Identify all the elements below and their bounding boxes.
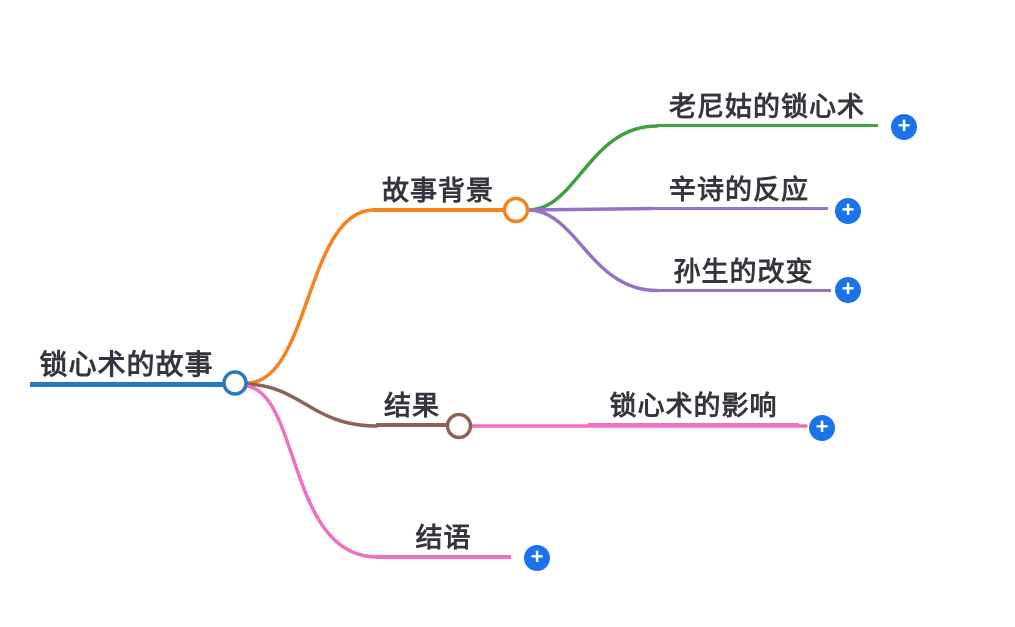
node-old-nun-lock-art-label: 老尼姑的锁心术 xyxy=(669,92,865,122)
connector-background-to-oldnun xyxy=(526,124,659,212)
plus-icon: + xyxy=(815,414,829,439)
node-xinshi-reaction[interactable]: 辛诗的反应 xyxy=(650,175,828,210)
node-result[interactable]: 结果 xyxy=(376,391,448,427)
connector-background-to-sunsheng xyxy=(526,208,659,293)
node-lock-art-influence-label: 锁心术的影响 xyxy=(609,391,778,421)
expand-button-old-nun[interactable]: + xyxy=(891,113,917,140)
expand-button-xinshi[interactable]: + xyxy=(835,197,861,224)
plus-icon: + xyxy=(530,544,544,569)
connector-root-to-result xyxy=(245,382,379,428)
plus-icon: + xyxy=(897,113,911,138)
node-sunsheng-change[interactable]: 孙生的改变 xyxy=(656,257,831,292)
expand-button-influence[interactable]: + xyxy=(809,414,835,441)
connector-root-to-conclusion xyxy=(244,384,379,559)
result-node-handle[interactable] xyxy=(445,412,473,440)
node-story-background-label: 故事背景 xyxy=(382,176,494,206)
node-conclusion-label: 结语 xyxy=(415,523,472,553)
connector-root-to-background xyxy=(245,208,376,385)
node-sunsheng-change-label: 孙生的改变 xyxy=(673,257,814,287)
node-lock-art-influence[interactable]: 锁心术的影响 xyxy=(588,391,799,427)
node-xinshi-reaction-label: 辛诗的反应 xyxy=(669,175,809,205)
node-root-label: 锁心术的故事 xyxy=(39,349,214,380)
node-conclusion[interactable]: 结语 xyxy=(376,523,511,559)
expand-button-conclusion[interactable]: + xyxy=(524,544,550,571)
background-node-handle[interactable] xyxy=(502,196,530,224)
node-root[interactable]: 锁心术的故事 xyxy=(30,350,223,387)
plus-icon: + xyxy=(841,197,855,222)
root-node-handle[interactable] xyxy=(222,370,248,396)
node-old-nun-lock-art[interactable]: 老尼姑的锁心术 xyxy=(656,92,878,127)
plus-icon: + xyxy=(841,276,855,301)
expand-button-sunsheng[interactable]: + xyxy=(835,276,861,303)
connector-background-to-xinshi xyxy=(526,206,654,212)
node-result-label: 结果 xyxy=(384,391,440,421)
node-story-background[interactable]: 故事背景 xyxy=(373,176,503,212)
